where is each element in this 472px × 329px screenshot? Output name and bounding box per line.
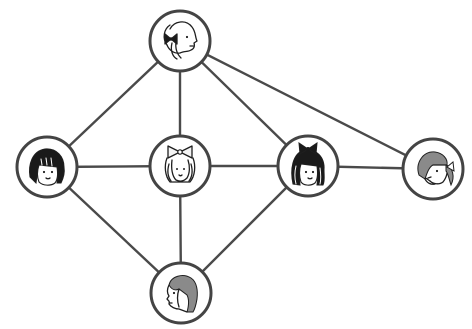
girl-black-bob-icon: [29, 148, 65, 186]
girl-bow-profile-icon: [163, 21, 198, 60]
node-ring: [148, 9, 212, 73]
nodes-layer: [15, 9, 465, 325]
node-left: [15, 135, 79, 199]
node-ring: [401, 137, 465, 201]
edges-layer: [45, 39, 435, 295]
node-center-right: [276, 134, 340, 198]
node-bottom: [149, 261, 213, 325]
node-ring: [148, 134, 212, 198]
node-center: [148, 134, 212, 198]
edge-top-right: [178, 39, 435, 171]
girl-side-profile-icon: [166, 275, 198, 313]
node-ring: [149, 261, 213, 325]
girl-bow-long-hair-icon: [291, 142, 325, 186]
girl-ponytail-profile-icon: [417, 151, 455, 187]
girl-light-bow-icon: [164, 145, 196, 183]
node-top: [148, 9, 212, 73]
node-right: [401, 137, 465, 201]
